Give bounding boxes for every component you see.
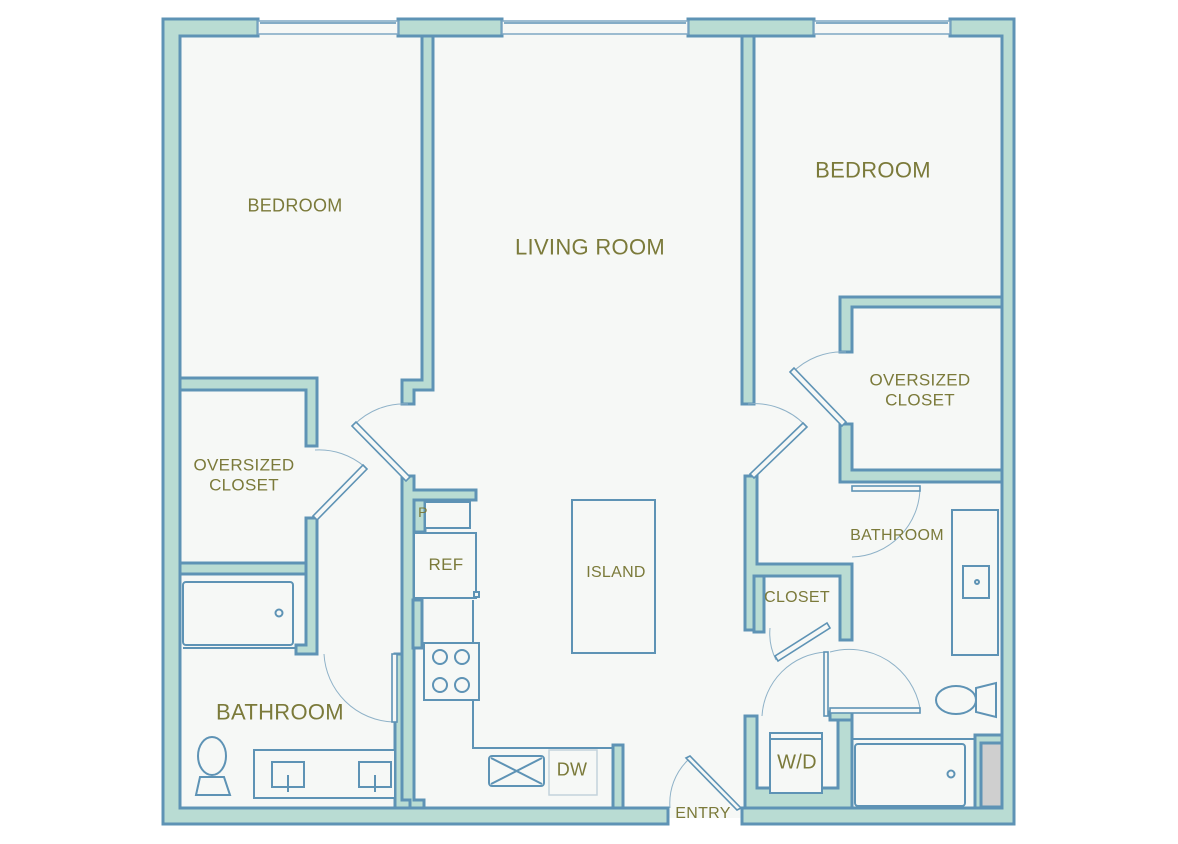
room-label-bedroom-left: BEDROOM: [247, 195, 343, 216]
stove: [423, 642, 480, 701]
pantry: [424, 501, 471, 529]
fixture-label-pantry: P: [418, 503, 428, 520]
closet-right-line2: CLOSET: [885, 390, 955, 409]
refrigerator: [413, 532, 477, 599]
doors[interactable]: [311, 351, 921, 811]
right-bathroom-fixtures: [769, 509, 999, 807]
fixture-label-dishwasher: DW: [556, 759, 588, 780]
fixture-label-washer-dryer: W/D: [777, 751, 817, 774]
washer-dryer: [769, 732, 823, 794]
closet-left-line1: OVERSIZED: [193, 455, 295, 475]
interior-walls: [178, 34, 1004, 810]
fixture-label-island: ISLAND: [586, 563, 646, 581]
bathtub-right: [854, 743, 966, 807]
dishwasher: [548, 749, 598, 796]
kitchen-fixtures: [413, 499, 656, 796]
toilet-right: [935, 685, 977, 715]
room-label-living-room: LIVING ROOM: [515, 234, 665, 260]
fixture-label-refrigerator: REF: [428, 555, 464, 575]
room-label-bedroom-right: BEDROOM: [815, 157, 931, 183]
room-label-closet-small: CLOSET: [764, 588, 830, 606]
room-label-bathroom-right: BATHROOM: [850, 526, 944, 544]
closet-right-line1: OVERSIZED: [869, 370, 971, 390]
island: [571, 499, 656, 654]
room-label-bathroom-left: BATHROOM: [216, 699, 344, 725]
closet-left-line2: CLOSET: [209, 475, 279, 494]
room-label-entry: ENTRY: [675, 804, 731, 822]
room-label-closet-left: OVERSIZED CLOSET: [194, 455, 295, 494]
water-heater: [979, 741, 1004, 809]
left-bathroom-fixtures: [182, 581, 396, 799]
toilet-left: [197, 736, 227, 776]
bathtub-left: [182, 581, 294, 646]
room-label-closet-right: OVERSIZED CLOSET: [870, 370, 971, 409]
windows: [257, 20, 951, 35]
